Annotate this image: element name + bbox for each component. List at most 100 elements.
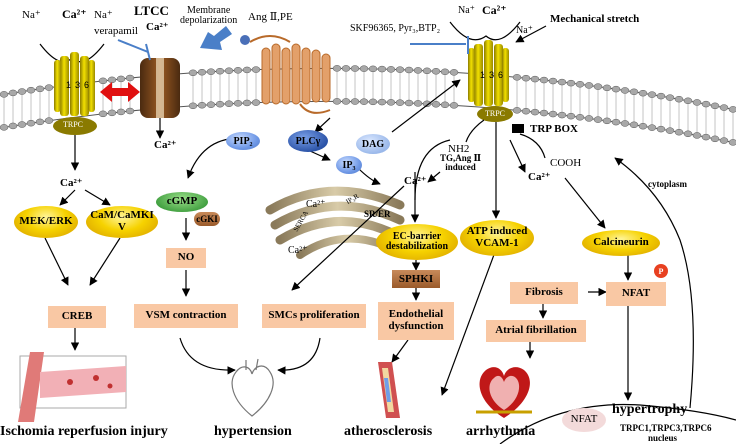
lipid-head [332, 65, 342, 72]
nfat-nucleus-box: NFAT [562, 408, 606, 432]
lipid-head [26, 119, 36, 127]
svg-text:6: 6 [84, 80, 89, 90]
gpcr-receptor [240, 35, 331, 114]
lipid-head [422, 100, 432, 108]
lipid-head [629, 121, 639, 129]
lipid-head [17, 121, 27, 128]
lipid-head [647, 124, 657, 131]
lipid-head [98, 110, 108, 118]
lipid-head [431, 101, 441, 108]
lipid-head [575, 114, 585, 121]
lipid-head [395, 99, 405, 106]
nucleus-genes-label: TRPC1,TRPC3,TRPC6 [620, 423, 712, 433]
lipid-head [386, 99, 396, 106]
lipid-head [584, 115, 594, 122]
calcineurin-pill: Calcineurin [582, 230, 660, 256]
lipid-head [251, 99, 261, 106]
cgki-box: cGKI [194, 212, 220, 226]
lipid-head [251, 66, 261, 73]
lipid-head [512, 74, 522, 81]
lipid-head [665, 127, 675, 134]
lipid-head [368, 98, 378, 106]
lipid-head [539, 76, 549, 84]
lipid-head [530, 75, 540, 83]
lipid-head [683, 97, 693, 105]
mek-erk-pill: MEK/ERK [14, 206, 78, 238]
lipid-head [107, 109, 117, 117]
verapamil-inhibition [117, 39, 151, 61]
artery-plaque-illustration [378, 362, 400, 418]
outcome-hypertension: hypertension [214, 424, 292, 439]
lipid-head [242, 99, 252, 107]
lipid-head [611, 118, 621, 126]
lipid-head [116, 75, 126, 83]
lipid-head [215, 100, 225, 108]
lipid-head [593, 116, 603, 123]
ip3-node: IP₃ [336, 156, 362, 174]
sr-er-label: SR/ER [364, 209, 391, 219]
lipid-head [341, 98, 351, 105]
lipid-head [116, 108, 126, 116]
lipid-head [611, 85, 621, 93]
lipid-head [404, 66, 414, 74]
ang-pe-label: Ang Ⅱ,PE [248, 11, 293, 23]
lipid-head [728, 139, 736, 146]
lipid-head [359, 98, 369, 105]
ca-right-label: Ca²⁺ [528, 171, 551, 183]
heart-arrhythmia-illustration [476, 367, 532, 418]
lipid-head [566, 112, 576, 120]
lipid-head [197, 68, 207, 76]
lipid-head [692, 99, 702, 106]
vsm-contraction-box: VSM contraction [134, 304, 238, 328]
lipid-head [224, 100, 234, 107]
lipid-head [98, 77, 108, 85]
lipid-head [377, 98, 387, 106]
lipid-head [197, 101, 207, 109]
no-box: NO [166, 248, 206, 268]
svg-text:6: 6 [498, 70, 503, 80]
plcy-node: PLCγ [288, 130, 328, 152]
lipid-head [719, 137, 729, 144]
lipid-head [710, 102, 720, 110]
lipid-head [449, 69, 459, 76]
lipid-head [233, 100, 243, 107]
pip2-node: PIP₂ [226, 132, 260, 150]
nucleus-label: nucleus [648, 433, 678, 443]
lipid-head [233, 67, 243, 74]
verapamil-label: verapamil [94, 25, 138, 37]
nh2-label: NH2 [448, 143, 470, 155]
trpc-channel-left: 1 3 6 [39, 43, 105, 171]
ion-na-right-1: Na⁺ [458, 5, 475, 16]
lipid-head [692, 132, 702, 139]
lipid-head [440, 101, 450, 109]
atp-vcam-pill: ATP induced VCAM-1 [460, 220, 534, 256]
trpc-right-label: TRPC [485, 109, 506, 118]
lipid-head [602, 84, 612, 92]
lipid-head [620, 120, 630, 127]
ion-na-right-2: Na⁺ [516, 25, 533, 36]
lipid-head [386, 66, 396, 73]
creb-box: CREB [48, 306, 106, 328]
ca-ltcc-below-label: Ca²⁺ [154, 139, 177, 151]
red-double-arrow [100, 82, 140, 102]
lipid-head [431, 68, 441, 75]
lipid-head [332, 98, 342, 105]
lipid-head [125, 107, 135, 115]
lipid-head [368, 65, 378, 73]
lipid-head [656, 92, 666, 100]
lipid-head [521, 74, 531, 82]
lipid-head [656, 125, 666, 133]
lipid-head [8, 122, 18, 130]
trpc-channel-right: 1 3 6 [449, 21, 524, 133]
sphki-box: SPHKI [392, 270, 440, 288]
mechanical-stretch-arrow [515, 25, 547, 43]
ca-mid-label: Ca²⁺ [404, 175, 427, 187]
lipid-head [350, 65, 360, 72]
lipid-head [377, 65, 387, 73]
ca-sr1-label: Ca²⁺ [306, 199, 326, 210]
lipid-head [395, 66, 405, 73]
tg-ang-label: TG,Ang Ⅱ induced [440, 153, 482, 172]
mechanical-stretch-label: Mechanical stretch [550, 13, 640, 25]
lipid-head [665, 94, 675, 101]
lipid-head [620, 87, 630, 94]
